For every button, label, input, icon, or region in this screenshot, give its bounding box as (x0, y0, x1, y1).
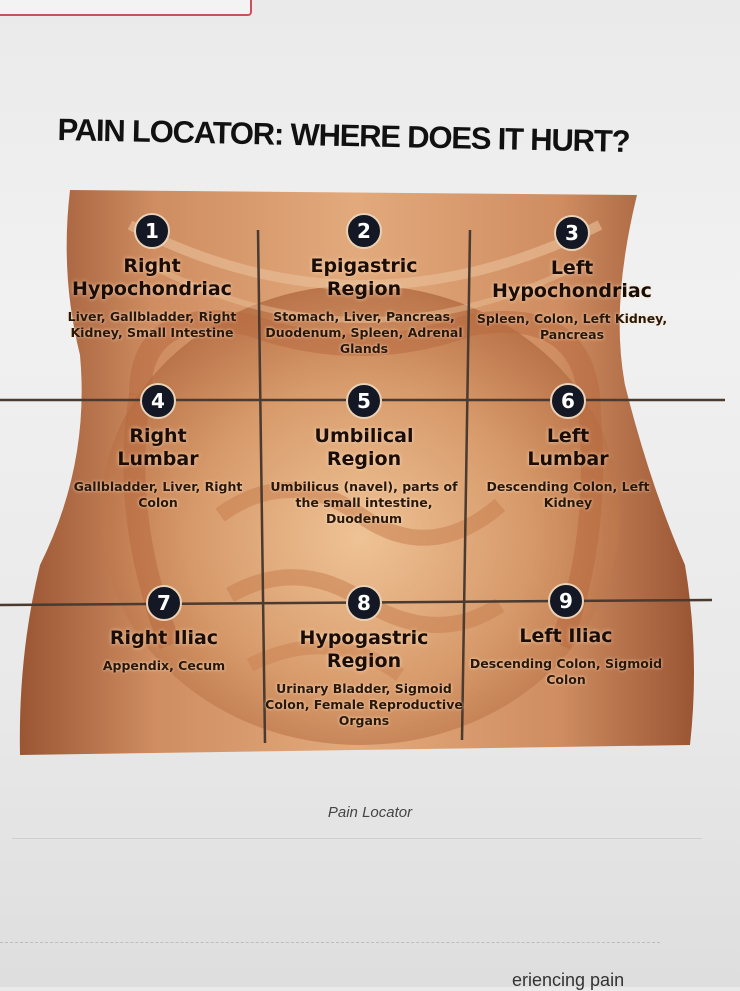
region-organs: Umbilicus (navel), parts of the small in… (270, 479, 458, 526)
cut-off-body-text: eriencing pain (512, 970, 625, 990)
region-number-badge: 4 (140, 383, 176, 419)
abdomen-illustration (0, 190, 725, 755)
region-number-badge: 9 (548, 583, 584, 619)
colon (129, 310, 603, 650)
region-number-badge: 8 (346, 585, 382, 621)
grid-vertical-left (256, 229, 267, 744)
rib-cage (127, 220, 603, 290)
region-number-badge: 6 (550, 383, 586, 419)
dashed-divider (0, 942, 660, 943)
grid-vertical-right (460, 229, 472, 741)
region-name: Right Iliac (109, 627, 219, 649)
region-organs: Appendix, Cecum (102, 658, 226, 673)
region-organs: Gallbladder, Liver, Right Colon (73, 479, 243, 510)
region-number-badge: 3 (554, 215, 590, 251)
region-name: Left Iliac (519, 625, 613, 647)
region-organs: Stomach, Liver, Pancreas, Duodenum, Sple… (265, 309, 463, 356)
region-number-badge: 5 (346, 383, 382, 419)
figure-caption: Pain Locator (327, 804, 413, 821)
divider (12, 838, 702, 839)
region-left-iliac: 9 Left Iliac Descending Colon, Sigmoid C… (466, 583, 666, 688)
region-right-iliac: 7 Right Iliac Appendix, Cecum (64, 585, 264, 674)
region-number-badge: 2 (346, 213, 382, 249)
region-organs: Descending Colon, Sigmoid Colon (469, 656, 663, 687)
region-organs: Spleen, Colon, Left Kidney, Pancreas (476, 311, 668, 342)
region-organs: Urinary Bladder, Sigmoid Colon, Female R… (265, 681, 463, 728)
top-container-edge (0, 0, 252, 16)
region-number-badge: 1 (134, 213, 170, 249)
region-number-badge: 7 (146, 585, 182, 621)
region-organs: Descending Colon, Left Kidney (486, 479, 650, 510)
region-organs: Liver, Gallbladder, Right Kidney, Small … (67, 309, 237, 340)
page-title: PAIN LOCATOR: WHERE DOES IT HURT? (57, 112, 630, 159)
